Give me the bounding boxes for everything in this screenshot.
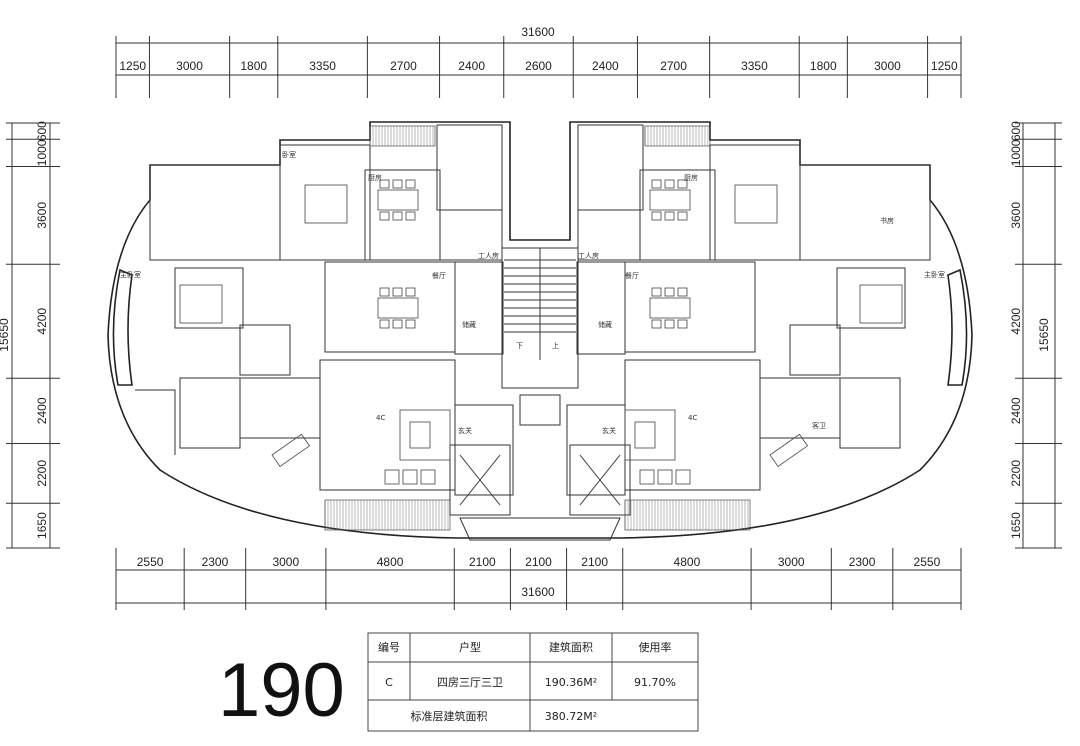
- table-cell-type: 四房三厅三卫: [437, 676, 503, 689]
- bottom-total-dimension: 31600: [521, 585, 555, 599]
- top-dim-0: 1250: [119, 59, 146, 73]
- bottom-dim-10: 2550: [914, 555, 941, 569]
- right-dim-1: 1000: [1009, 139, 1023, 166]
- left-dim-0: 600: [35, 121, 49, 141]
- top-dim-12: 1250: [931, 59, 958, 73]
- bottom-dim-6: 2100: [581, 555, 608, 569]
- right-unit-walls: [566, 124, 931, 516]
- label-master-bedroom-left: 主卧室: [120, 270, 141, 279]
- right-dim-5: 2200: [1009, 460, 1023, 487]
- top-dim-8: 2700: [660, 59, 687, 73]
- bottom-dim-3: 4800: [377, 555, 404, 569]
- bottom-dim-8: 3000: [778, 555, 805, 569]
- bottom-dim-2: 3000: [272, 555, 299, 569]
- top-dim-11: 3000: [874, 59, 901, 73]
- left-dim-2: 3600: [35, 202, 49, 229]
- left-total-dimension: 15650: [0, 318, 11, 352]
- top-segment-labels: 1250 3000 1800 3350 2700 2400 2600 2400 2700 3350…: [119, 59, 958, 73]
- table-footer-value: 380.72M²: [545, 710, 597, 723]
- table-cell-area: 190.36M²: [545, 676, 597, 689]
- label-master-bedroom-right: 主卧室: [924, 270, 945, 279]
- label-maid-left: 工人房: [478, 251, 499, 260]
- balcony-hatching: [324, 125, 751, 531]
- label-storage-left: 储藏: [462, 320, 476, 329]
- right-total-dimension: 15650: [1037, 318, 1051, 352]
- label-down: 下: [516, 342, 523, 350]
- table-header-type: 户型: [459, 640, 481, 654]
- central-core: [459, 247, 621, 541]
- bottom-dimension-chain: [116, 569, 961, 604]
- left-dim-5: 2200: [35, 460, 49, 487]
- furniture: [179, 179, 903, 485]
- table-cell-id: C: [385, 676, 393, 689]
- left-dim-3: 4200: [35, 308, 49, 335]
- top-dimension-chain: [116, 42, 961, 76]
- label-kitchen-left: 厨房: [368, 173, 382, 182]
- top-dim-9: 3350: [741, 59, 768, 73]
- label-guest-bath: 客卫: [812, 421, 826, 430]
- summary-table: [367, 632, 699, 732]
- plan-number: 190: [218, 648, 345, 733]
- top-dim-7: 2400: [592, 59, 619, 73]
- label-bedroom: 卧室: [282, 150, 296, 159]
- top-dim-6: 2600: [525, 59, 552, 73]
- right-dim-0: 600: [1009, 121, 1023, 141]
- bottom-dim-4: 2100: [469, 555, 496, 569]
- building-outline: [107, 121, 973, 539]
- label-up: 上: [552, 341, 559, 350]
- top-dim-5: 2400: [458, 59, 485, 73]
- bottom-dim-5: 2100: [525, 555, 552, 569]
- left-dim-6: 1650: [35, 512, 49, 539]
- top-dim-10: 1800: [810, 59, 837, 73]
- top-dim-3: 3350: [309, 59, 336, 73]
- bottom-dim-1: 2300: [202, 555, 229, 569]
- left-dim-1: 1000: [35, 139, 49, 166]
- table-header-ratio: 使用率: [639, 640, 672, 654]
- top-total-dimension: 31600: [521, 25, 555, 39]
- left-unit-walls: [135, 124, 514, 516]
- side-dimension-lines: [11, 123, 1056, 548]
- right-dim-2: 3600: [1009, 202, 1023, 229]
- table-footer-label: 标准层建筑面积: [411, 709, 488, 723]
- right-dim-4: 2400: [1009, 397, 1023, 424]
- table-header-id: 编号: [378, 640, 400, 654]
- bottom-dim-0: 2550: [137, 555, 164, 569]
- label-dining-left: 餐厅: [432, 271, 446, 280]
- right-dim-6: 1650: [1009, 512, 1023, 539]
- table-header-area: 建筑面积: [549, 640, 593, 654]
- label-kitchen-right: 厨房: [684, 173, 698, 182]
- top-dim-1: 3000: [176, 59, 203, 73]
- label-storage-right: 储藏: [598, 320, 612, 329]
- label-study: 书房: [880, 216, 894, 225]
- label-dining-right: 餐厅: [625, 271, 639, 280]
- left-dim-4: 2400: [35, 397, 49, 424]
- label-elevator-left: 4C: [376, 414, 385, 422]
- top-dim-2: 1800: [240, 59, 267, 73]
- label-maid-right: 工人房: [578, 251, 599, 260]
- label-entry-left: 玄关: [458, 426, 472, 435]
- label-entry-right: 玄关: [602, 426, 616, 435]
- bottom-segment-labels: 2550 2300 3000 4800 2100 2100 2100 4800 3000 2300…: [137, 555, 941, 569]
- right-dim-3: 4200: [1009, 308, 1023, 335]
- top-dim-4: 2700: [390, 59, 417, 73]
- table-cell-ratio: 91.70%: [634, 676, 676, 689]
- bottom-dim-9: 2300: [849, 555, 876, 569]
- bottom-dim-7: 4800: [674, 555, 701, 569]
- label-elevator-right: 4C: [688, 414, 697, 422]
